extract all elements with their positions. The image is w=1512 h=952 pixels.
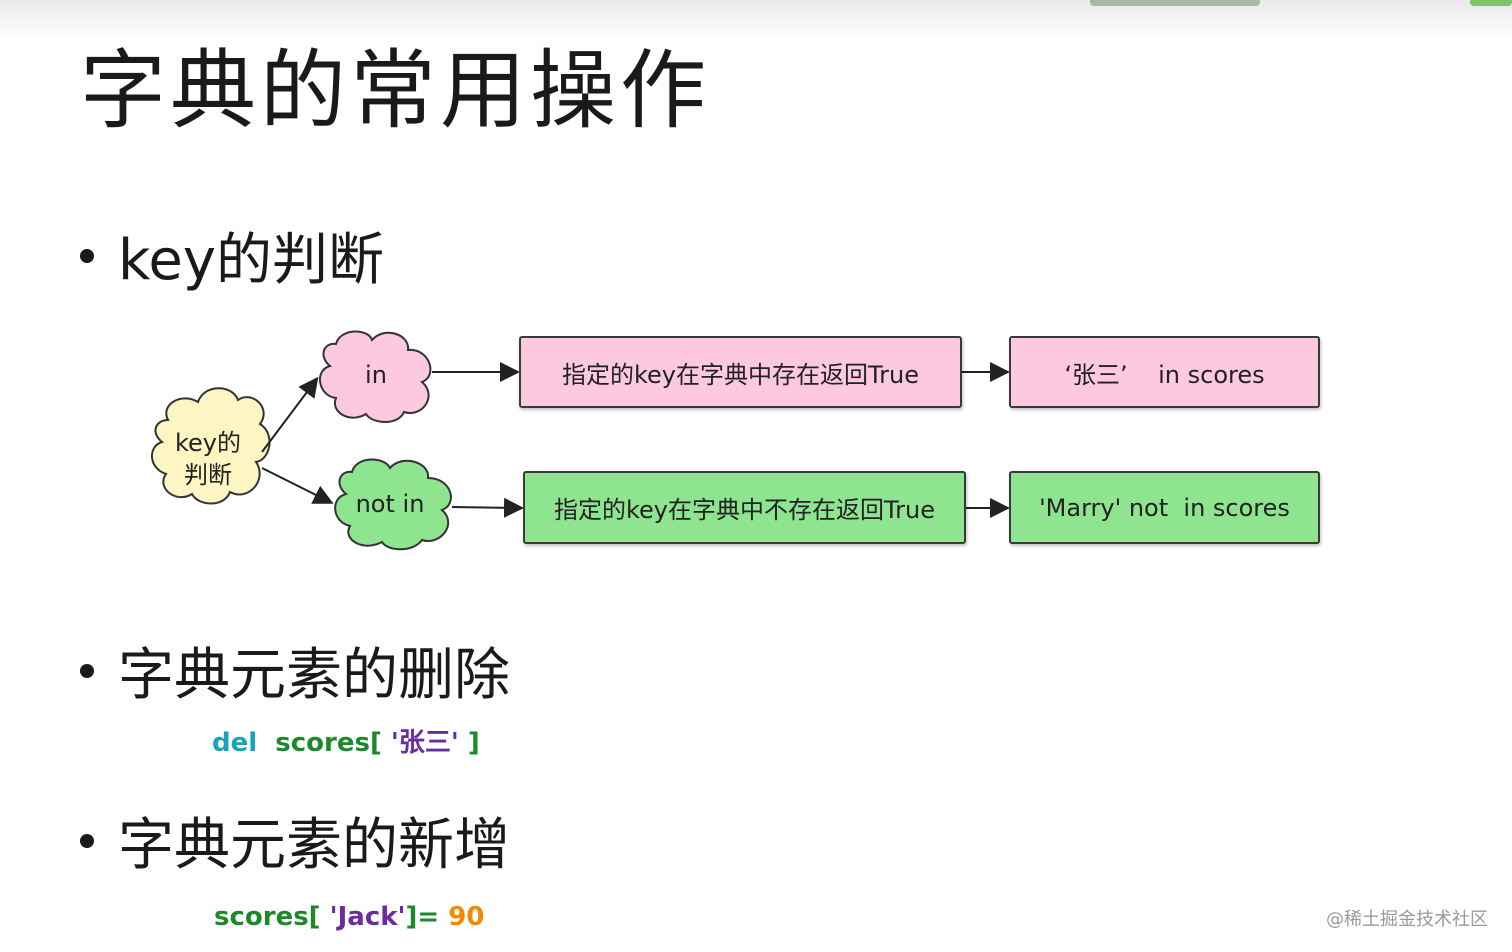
- code-delete-string: '张三': [390, 728, 459, 758]
- arrow-root-to-not-in: [261, 467, 334, 504]
- not-in-cloud-label: not in: [355, 490, 425, 518]
- not-in-example-box: 'Marry' not in scores: [1009, 471, 1320, 544]
- code-add-close: ]=: [405, 902, 440, 932]
- bullet-key-judge-text: key的判断: [118, 228, 385, 293]
- bullet-key-judge: key的判断: [80, 215, 384, 296]
- page-title: 字典的常用操作: [80, 41, 710, 141]
- bullet-dot: [80, 248, 94, 263]
- not-in-cloud-shape: [334, 458, 452, 551]
- arrow-root-to-in: [261, 376, 319, 453]
- arrow-notin-to-desc: [451, 497, 524, 518]
- bullet-add: 字典元素的新增: [80, 800, 510, 881]
- root-cloud-line2: 判断: [184, 461, 232, 489]
- code-delete-close: ]: [467, 728, 480, 758]
- code-add-name: scores[: [214, 902, 321, 932]
- in-example-text: ‘张三’ in scores: [1064, 360, 1265, 389]
- root-cloud-line1: key的: [174, 429, 241, 457]
- bullet-add-text: 字典元素的新增: [118, 813, 510, 878]
- bullet-dot: [80, 663, 94, 678]
- not-in-example-text: 'Marry' not in scores: [1039, 493, 1290, 522]
- root-cloud-label: key的 判断: [168, 427, 248, 491]
- code-add-number: 90: [448, 902, 485, 932]
- in-example-box: ‘张三’ in scores: [1009, 336, 1320, 408]
- not-in-description-text: 指定的key在字典中不存在返回True: [554, 496, 935, 524]
- in-description-text: 指定的key在字典中存在返回True: [562, 360, 919, 389]
- watermark: @稀土掘金技术社区: [1326, 909, 1488, 930]
- top-fade: [0, 0, 1512, 40]
- in-description-box: 指定的key在字典中存在返回True: [519, 336, 962, 408]
- bullet-dot: [80, 833, 94, 848]
- top-edge-mark: [1090, 0, 1260, 6]
- bullet-delete: 字典元素的删除: [80, 630, 510, 711]
- code-add-string: 'Jack': [329, 902, 406, 932]
- code-delete: del scores[ '张三' ]: [212, 722, 480, 759]
- not-in-description-box: 指定的key在字典中不存在返回True: [523, 471, 966, 544]
- root-cloud-shape: [151, 387, 271, 505]
- code-delete-keyword: del: [212, 728, 258, 758]
- in-cloud-shape: [319, 330, 432, 423]
- code-delete-name: scores[: [275, 728, 382, 758]
- in-cloud-label: in: [365, 361, 387, 389]
- code-add: scores[ 'Jack']= 90: [214, 902, 484, 932]
- top-edge-mark-right: [1470, 0, 1512, 6]
- bullet-delete-text: 字典元素的删除: [118, 643, 510, 708]
